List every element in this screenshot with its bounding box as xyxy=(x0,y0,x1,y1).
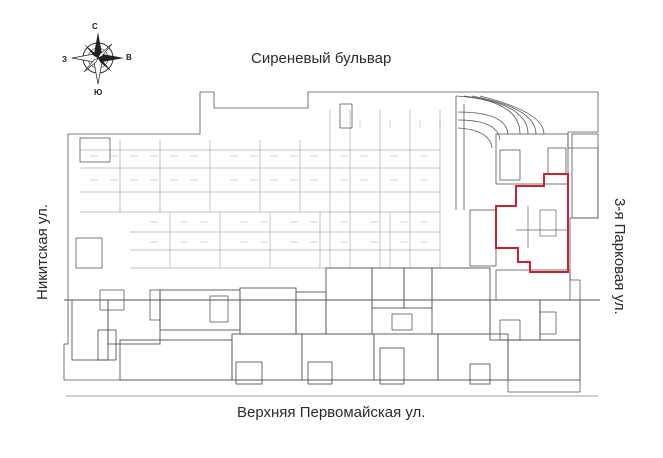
compass-west-label: З xyxy=(62,55,68,64)
building-outline xyxy=(63,91,599,393)
compass-south-label: Ю xyxy=(94,88,103,97)
highlighted-unit xyxy=(495,173,569,273)
street-label-top: Сиреневый бульвар xyxy=(251,50,392,67)
compass-icon xyxy=(71,32,124,85)
compass-north-label: С xyxy=(92,22,98,31)
street-label-bottom: Верхняя Первомайская ул. xyxy=(237,404,426,421)
compass-east-label: В xyxy=(126,53,132,62)
